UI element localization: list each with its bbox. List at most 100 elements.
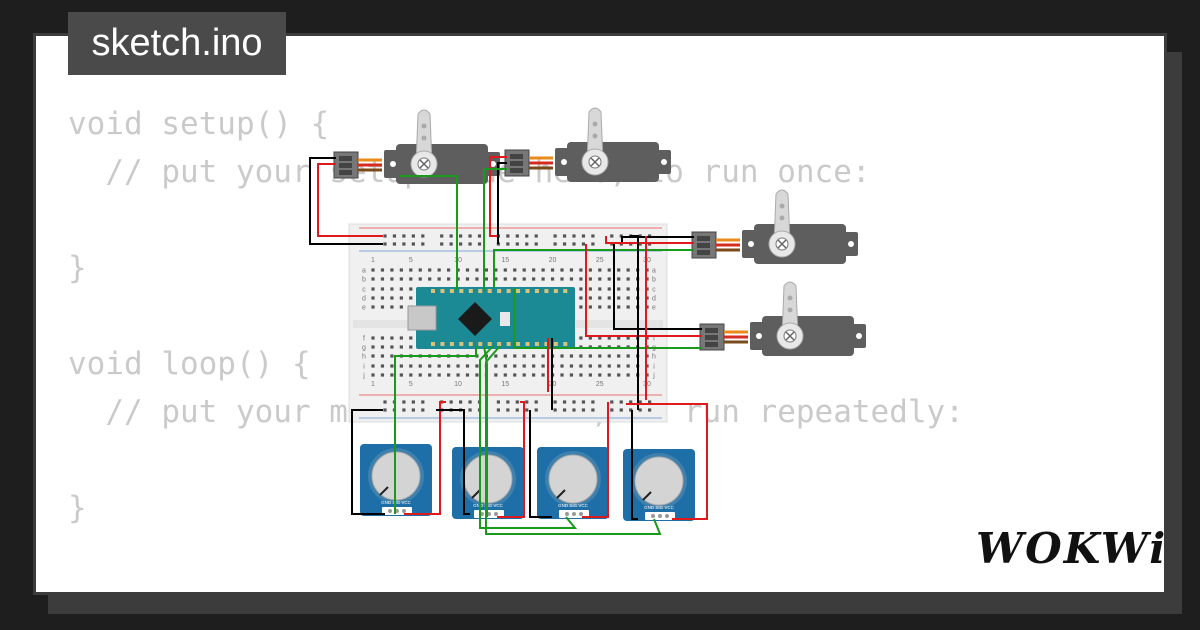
breadboard-hole <box>617 296 621 300</box>
row-letter: d <box>652 296 656 303</box>
breadboard-hole <box>588 287 592 291</box>
breadboard-hole <box>525 234 529 238</box>
breadboard-hole <box>392 242 397 246</box>
breadboard-hole <box>588 277 592 281</box>
breadboard-hole <box>569 354 574 358</box>
breadboard-hole <box>475 268 479 272</box>
nano-pin <box>487 342 492 346</box>
breadboard-hole <box>619 408 623 412</box>
breadboard-hole <box>553 234 557 238</box>
breadboard-hole <box>459 234 463 238</box>
breadboard-hole <box>541 373 545 377</box>
breadboard-hole <box>619 400 623 404</box>
breadboard-hole <box>409 373 413 377</box>
breadboard-hole <box>515 242 519 246</box>
column-number: 5 <box>409 257 413 264</box>
breadboard-hole <box>541 364 545 368</box>
column-number: 1 <box>371 381 375 388</box>
breadboard-hole <box>503 364 507 368</box>
breadboard-hole <box>562 234 567 238</box>
potentiometer-4[interactable]: GND SIG VCC <box>622 448 696 522</box>
breadboard-hole <box>513 354 517 358</box>
nano-pin <box>459 289 464 293</box>
breadboard-hole <box>380 305 385 309</box>
breadboard-hole <box>588 268 592 272</box>
breadboard-hole <box>399 277 403 281</box>
nano-pin <box>553 289 558 293</box>
wire-red <box>582 402 609 518</box>
breadboard-hole <box>525 408 529 412</box>
nano-pin <box>459 342 464 346</box>
breadboard-hole <box>475 277 479 281</box>
breadboard-hole <box>371 277 375 281</box>
breadboard-hole <box>399 268 403 272</box>
breadboard-hole <box>645 296 649 300</box>
breadboard-hole <box>465 364 470 368</box>
nano-pin-headers <box>431 289 568 346</box>
code-line: } <box>68 490 87 526</box>
breadboard-hole <box>428 373 432 377</box>
nano-pin <box>544 342 549 346</box>
servo-1[interactable] <box>332 108 502 186</box>
breadboard-hole <box>409 364 413 368</box>
breadboard-hole <box>532 277 536 281</box>
breadboard-hole <box>569 277 574 281</box>
breadboard-hole <box>617 277 621 281</box>
breadboard-hole <box>437 277 441 281</box>
breadboard-hole <box>418 373 422 377</box>
breadboard-hole <box>598 305 602 309</box>
nano-pin <box>487 289 492 293</box>
breadboard-hole <box>390 268 394 272</box>
potentiometer-1[interactable]: GND SIG VCC <box>359 443 433 517</box>
breadboard-hole <box>569 364 574 368</box>
breadboard-hole <box>598 336 602 340</box>
row-letter: a <box>652 268 656 275</box>
breadboard-hole <box>456 277 460 281</box>
breadboard-hole <box>456 268 460 272</box>
breadboard-hole <box>572 400 576 404</box>
breadboard-hole <box>494 373 498 377</box>
breadboard-hole <box>645 373 649 377</box>
nano-pin <box>440 289 445 293</box>
servo-4[interactable] <box>698 280 868 358</box>
arduino-nano[interactable] <box>407 287 575 349</box>
breadboard-hole <box>390 373 394 377</box>
breadboard-hole <box>390 345 394 349</box>
breadboard-hole <box>409 268 413 272</box>
breadboard-hole <box>383 242 387 246</box>
file-tab[interactable]: sketch.ino <box>68 12 286 75</box>
breadboard-hole <box>421 408 425 412</box>
wire-black <box>497 162 507 244</box>
potentiometer-2[interactable]: GND SIG VCC <box>451 446 525 520</box>
breadboard-hole <box>390 296 394 300</box>
servo-2[interactable] <box>503 106 673 184</box>
breadboard-hole <box>591 408 595 412</box>
row-letter: h <box>362 354 366 361</box>
breadboard-hole <box>532 268 536 272</box>
code-line: void setup() { <box>68 106 330 142</box>
breadboard-hole <box>380 287 385 291</box>
breadboard-hole <box>447 364 451 368</box>
column-number: 15 <box>501 257 509 264</box>
breadboard-hole <box>440 234 444 238</box>
breadboard-hole <box>399 345 403 349</box>
breadboard-hole <box>503 268 507 272</box>
wire-red <box>605 236 694 244</box>
breadboard-hole <box>534 408 538 412</box>
breadboard-hole <box>475 373 479 377</box>
breadboard-hole <box>399 287 403 291</box>
row-letter: f <box>363 336 365 343</box>
row-letter: i <box>653 364 655 371</box>
breadboard-hole <box>449 400 453 404</box>
breadboard-hole <box>532 364 536 368</box>
breadboard-hole <box>617 373 621 377</box>
breadboard-hole <box>468 400 472 404</box>
servo-3[interactable] <box>690 188 860 266</box>
breadboard-hole <box>409 277 413 281</box>
breadboard-hole <box>560 373 564 377</box>
breadboard-hole <box>525 400 529 404</box>
breadboard-hole <box>588 305 592 309</box>
potentiometer-3[interactable]: GND SIG VCC <box>536 446 610 520</box>
breadboard-hole <box>607 268 611 272</box>
breadboard-hole <box>371 373 375 377</box>
